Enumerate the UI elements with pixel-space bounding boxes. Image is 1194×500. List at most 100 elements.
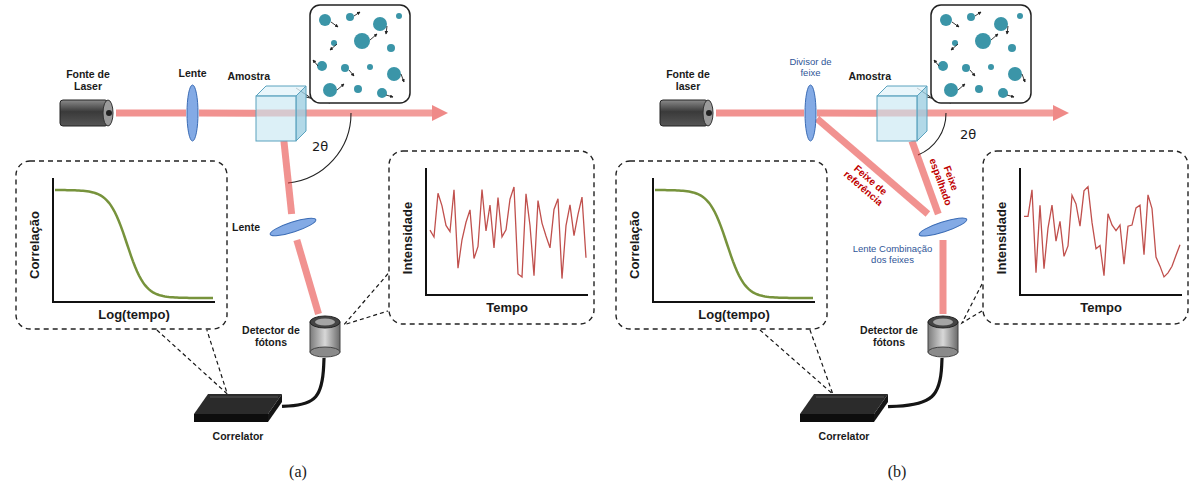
component-label: Lente (178, 67, 206, 79)
beam-label: Feixe de referência (836, 155, 897, 212)
panel-label: (b) (888, 463, 907, 481)
sample-cuvette: Amostra (256, 86, 306, 141)
photon-detector-part (310, 347, 340, 357)
laser-source-shape (660, 97, 716, 129)
correlator-part (210, 397, 278, 398)
photon-detector-part (928, 316, 958, 328)
beam-label: Feixe espalhado (926, 149, 966, 211)
correlator-shape (800, 394, 888, 424)
lens: Lente (266, 214, 320, 240)
axis-label: Intensidade (995, 201, 1010, 273)
laser-beam (116, 110, 186, 117)
axis-label: Log(tempo) (698, 308, 769, 323)
sample-cuvette-shape (877, 86, 927, 141)
photon-detector-part (928, 347, 958, 357)
correlation-callout-shape (15, 160, 228, 330)
angle-label: 2θ (960, 127, 976, 142)
component-label: Fonte de Laser (60, 68, 116, 92)
laser-source: Fonte de laser (660, 97, 716, 129)
laser-source-part (703, 100, 713, 126)
component-label: Lente Combinação dos feixes (850, 244, 935, 266)
signal-cable (282, 358, 324, 406)
component-label: Amostra (848, 70, 891, 82)
component-label: Fonte de laser (660, 68, 716, 92)
laser-source-part (706, 110, 712, 116)
lens-shape (186, 84, 199, 142)
correlation-callout-part (655, 190, 813, 298)
axis-label: Tempo (486, 301, 528, 316)
combining-lens: Lente Combinação dos feixes (915, 214, 971, 240)
photon-detector-part (315, 319, 335, 326)
correlation-callout-part (16, 161, 227, 329)
correlator-part (800, 414, 874, 422)
laser-source-part (660, 100, 708, 126)
laser-beam (940, 240, 947, 314)
laser-beam (199, 110, 256, 117)
correlator-part (800, 394, 888, 414)
sample-cuvette-part (917, 86, 927, 141)
component-label: Amostra (227, 70, 270, 82)
photon-detector-shape (306, 314, 344, 358)
photon-detector-part (933, 319, 953, 326)
laser-beam (284, 141, 292, 214)
intensity-callout-part (430, 187, 586, 279)
lens-part (187, 85, 198, 141)
laser-source: Fonte de Laser (60, 97, 116, 129)
correlation-callout: CorrelaçãoLog(tempo) (15, 160, 228, 330)
photon-detector-shape (924, 314, 962, 358)
panel-label: (a) (289, 463, 307, 481)
intensity-callout-shape (982, 150, 1189, 325)
correlator: Correlator (194, 394, 282, 424)
correlation-callout-shape (615, 160, 828, 330)
beam-splitter-shape (804, 84, 817, 142)
callout-pointer (157, 330, 227, 394)
correlator-shape (194, 394, 282, 424)
lens-shape (266, 214, 320, 240)
beam-splitter: Divisor de feixe (804, 84, 817, 142)
combining-lens-part (918, 215, 969, 240)
intensity-callout: IntensidadeTempo (388, 150, 595, 325)
intensity-callout-part (983, 151, 1188, 324)
axis-label: Tempo (1080, 301, 1122, 316)
correlator-part (194, 414, 268, 422)
component-label: Lente (232, 221, 260, 233)
lens: Lente (186, 84, 199, 142)
axis-label: Correlação (28, 211, 43, 279)
component-label: Detector de fótons (860, 324, 918, 348)
axis-label: Correlação (628, 211, 643, 279)
axis-label: Intensidade (401, 201, 416, 273)
correlation-callout: CorrelaçãoLog(tempo) (615, 160, 828, 330)
correlation-callout-part (53, 178, 215, 302)
intensity-callout-part (1020, 168, 1182, 295)
laser-beam (297, 240, 319, 314)
laser-source-part (103, 100, 113, 126)
correlator-part (268, 394, 282, 422)
component-label: Divisor de feixe (783, 57, 839, 79)
intensity-callout-part (426, 168, 588, 295)
correlator-part (816, 397, 884, 398)
intensity-callout: IntensidadeTempo (982, 150, 1189, 325)
correlator-part (194, 394, 282, 414)
sample-cuvette-shape (256, 86, 306, 141)
callout-pointer (962, 284, 982, 323)
callout-pointer (344, 274, 388, 325)
photon-detector: Detector de fótons (924, 314, 962, 358)
lens-part (269, 215, 318, 239)
laser-source-part (106, 110, 112, 116)
photon-detector: Detector de fótons (306, 314, 344, 358)
signal-cable (888, 358, 942, 407)
sample-cuvette: Amostra (877, 86, 927, 141)
photon-detector-part (310, 316, 340, 328)
correlator-part (874, 394, 888, 422)
angle-label: 2θ (312, 139, 328, 154)
component-label: Correlator (819, 430, 870, 442)
correlation-callout-part (55, 190, 213, 298)
correlation-callout-part (653, 178, 815, 302)
axis-label: Log(tempo) (98, 308, 169, 323)
component-label: Correlator (213, 430, 264, 442)
sample-cuvette-part (296, 86, 306, 141)
sample-cuvette-part (256, 96, 296, 141)
correlation-callout-part (616, 161, 827, 329)
